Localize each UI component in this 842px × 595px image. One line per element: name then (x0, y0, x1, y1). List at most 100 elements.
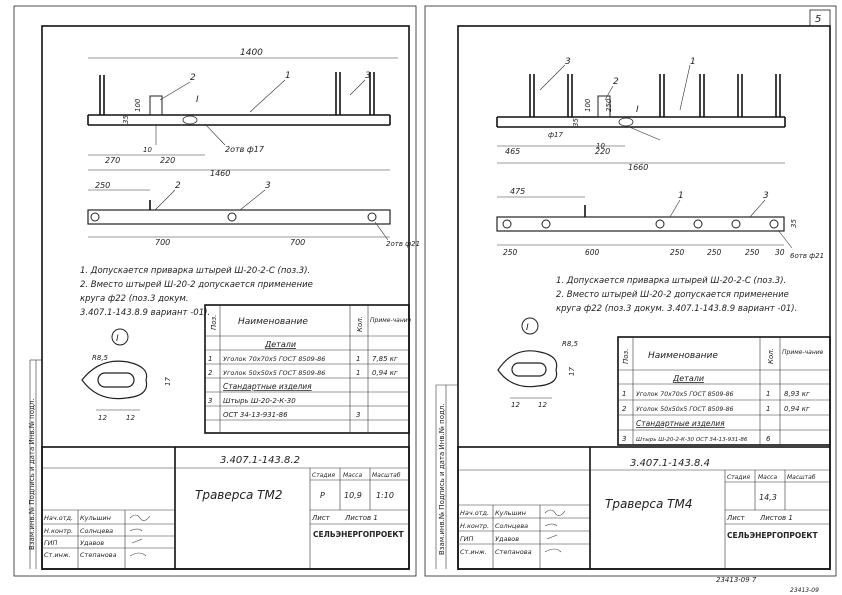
right-dim-465: 465 (505, 147, 520, 156)
left-sheet: Взам.инв.№ Подпись и дата Инв.№ подл. 14… (13, 5, 420, 577)
right-plan-holes: 6отв ф21 (790, 252, 824, 260)
right-stamp-title: Траверса ТМ4 (605, 497, 692, 511)
left-r3-name2: ОСТ 34-13-931-86 (223, 411, 288, 419)
right-footer-a: 23413-09 7 (716, 576, 757, 584)
left-stamp-stage: Р (320, 491, 325, 500)
right-plan-35: 35 (790, 219, 798, 228)
right-detail-r: R8,5 (562, 340, 579, 348)
page-number: 5 (815, 14, 821, 25)
left-plan-pos3: 3 (265, 181, 271, 191)
left-stamp-scale: 1:10 (376, 491, 394, 500)
right-detail-view: I R8,5 17 12 12 (497, 317, 579, 409)
left-name-1: Солнцева (80, 527, 113, 535)
right-r1-qty: 1 (766, 390, 770, 398)
left-dim-top: 1400 (240, 48, 263, 58)
left-r3-qty: 3 (356, 411, 360, 419)
left-detail-12a: 12 (98, 414, 107, 422)
left-r3-pos: 3 (208, 397, 212, 405)
left-r1-note: 7,85 кг (372, 355, 398, 363)
right-th-pos: Поз. (622, 349, 630, 365)
left-holes-label: 2отв ф17 (225, 145, 265, 154)
left-plan-700b: 700 (290, 238, 305, 247)
left-stamp-h-scale: Масштаб (372, 472, 401, 479)
right-stamp-h-mass: Масса (758, 474, 777, 481)
left-plan-view: 250 2 3 700 700 2отв ф21 (87, 181, 420, 248)
right-small-250: 250 (605, 98, 613, 112)
right-role-1: Н.контр. (460, 522, 489, 530)
left-pos2-label: 2 (190, 73, 196, 83)
right-stamp-org: СЕЛЬЭНЕРГОПРОЕКТ (727, 531, 819, 540)
right-stamp-h-stage: Стадия (727, 474, 750, 481)
left-th-note: Приме-чание (370, 317, 412, 324)
left-detail-mark: I (116, 334, 119, 344)
left-name-2: Удавов (80, 539, 104, 547)
right-detail-mark: I (526, 323, 529, 333)
right-title-block: 3.407.1-143.8.4 Траверса ТМ4 Стадия Масс… (457, 446, 831, 570)
left-r2-qty: 1 (356, 369, 360, 377)
left-sec-details: Детали (264, 340, 296, 349)
right-role-0: Нач.отд. (460, 509, 489, 517)
left-pos3-label: 3 (365, 71, 371, 81)
right-th-note: Приме-чание (782, 349, 824, 356)
left-plan-700a: 700 (155, 238, 170, 247)
right-name-1: Солнцева (495, 522, 528, 530)
left-detail-17: 17 (164, 377, 172, 386)
left-spec-table: Поз. Наименование Кол. Приме-чание Детал… (204, 304, 412, 434)
left-r1-pos: 1 (208, 355, 212, 363)
right-pos1-label: 1 (690, 57, 696, 67)
right-name-2: Удавов (495, 535, 519, 543)
left-th-name: Наименование (238, 317, 308, 327)
left-r2-pos: 2 (208, 369, 213, 377)
left-small-35: 35 (122, 115, 130, 124)
right-holes-17: ф17 (548, 131, 563, 139)
left-r2-name: Уголок 50х50х5 ГОСТ 8509-86 (223, 369, 325, 377)
left-note1: 1. Допускается приварка штырей Ш-20-2-С … (80, 266, 310, 276)
right-detail-12b: 12 (538, 401, 547, 409)
left-stamp-code: 3.407.1-143.8.2 (220, 455, 300, 466)
left-stamp-mass: 10,9 (344, 491, 362, 500)
right-sheet-outer-border (424, 5, 837, 577)
left-stamp-title: Траверса ТМ2 (195, 488, 282, 502)
left-name-0: Кульшин (80, 514, 111, 522)
right-dim-1660: 1660 (628, 163, 648, 172)
right-r2-note: 0,94 кг (784, 405, 810, 413)
right-plan-d5: 30 (775, 248, 785, 257)
right-r1-pos: 1 (622, 390, 626, 398)
left-elevation-view: 1400 1 2 3 I 100 35 10 (87, 48, 398, 178)
right-pos3-label: 3 (565, 57, 571, 67)
left-detail-r: R8,5 (92, 354, 109, 362)
right-plan-475: 475 (510, 187, 525, 196)
right-note1: 1. Допускается приварка штырей Ш-20-2-С … (556, 276, 786, 286)
left-th-pos: Поз. (210, 315, 218, 331)
left-th-qty: Кол. (356, 316, 364, 332)
left-role-1: Н.контр. (44, 527, 73, 535)
left-small-100: 100 (134, 98, 142, 112)
left-pos1-label: 1 (285, 71, 291, 81)
right-sec-std: Стандартные изделия (636, 419, 725, 428)
right-sheet: 5 Взам.инв.№ Подпись и дата Инв.№ подл. … (424, 5, 837, 594)
right-plan-d1: 600 (585, 248, 600, 257)
right-role-3: Ст.инж. (460, 548, 487, 556)
right-r2-pos: 2 (622, 405, 627, 413)
right-sec-details: Детали (672, 374, 704, 383)
left-dim-220: 220 (160, 156, 175, 165)
right-detail-17: 17 (568, 367, 576, 376)
right-plan-view: 475 1 3 250 600 250 250 250 30 35 6отв ф… (496, 187, 824, 260)
right-r3-name: Штырь Ш-20-2-К-30 ОСТ 34-13-931-86 (636, 437, 748, 443)
right-role-2: ГИП (460, 535, 473, 543)
right-plan-pos3: 3 (763, 191, 769, 201)
left-detail-view: I R8,5 17 12 12 (81, 328, 172, 422)
right-plan-pos1: 1 (678, 191, 684, 201)
right-stamp-sheet: Лист (726, 514, 746, 522)
left-detail-12b: 12 (126, 414, 135, 422)
right-note2b: круга ф22 (поз.3 докум. 3.407.1-143.8.9 … (556, 304, 797, 314)
right-stamp-mass: 14,3 (759, 493, 777, 502)
left-note2c: 3.407.1-143.8.9 вариант -01). (80, 308, 210, 318)
right-footer-b: 23413-09 (790, 587, 819, 594)
left-role-0: Нач.отд. (44, 514, 73, 522)
right-stamp-sheets: Листов 1 (759, 514, 793, 522)
right-section-mark: I (636, 105, 639, 115)
right-name-3: Степанова (495, 548, 532, 556)
right-note2a: 2. Вместо штырей Ш-20-2 допускается прим… (556, 290, 789, 300)
right-stamp-h-scale: Масштаб (787, 474, 816, 481)
